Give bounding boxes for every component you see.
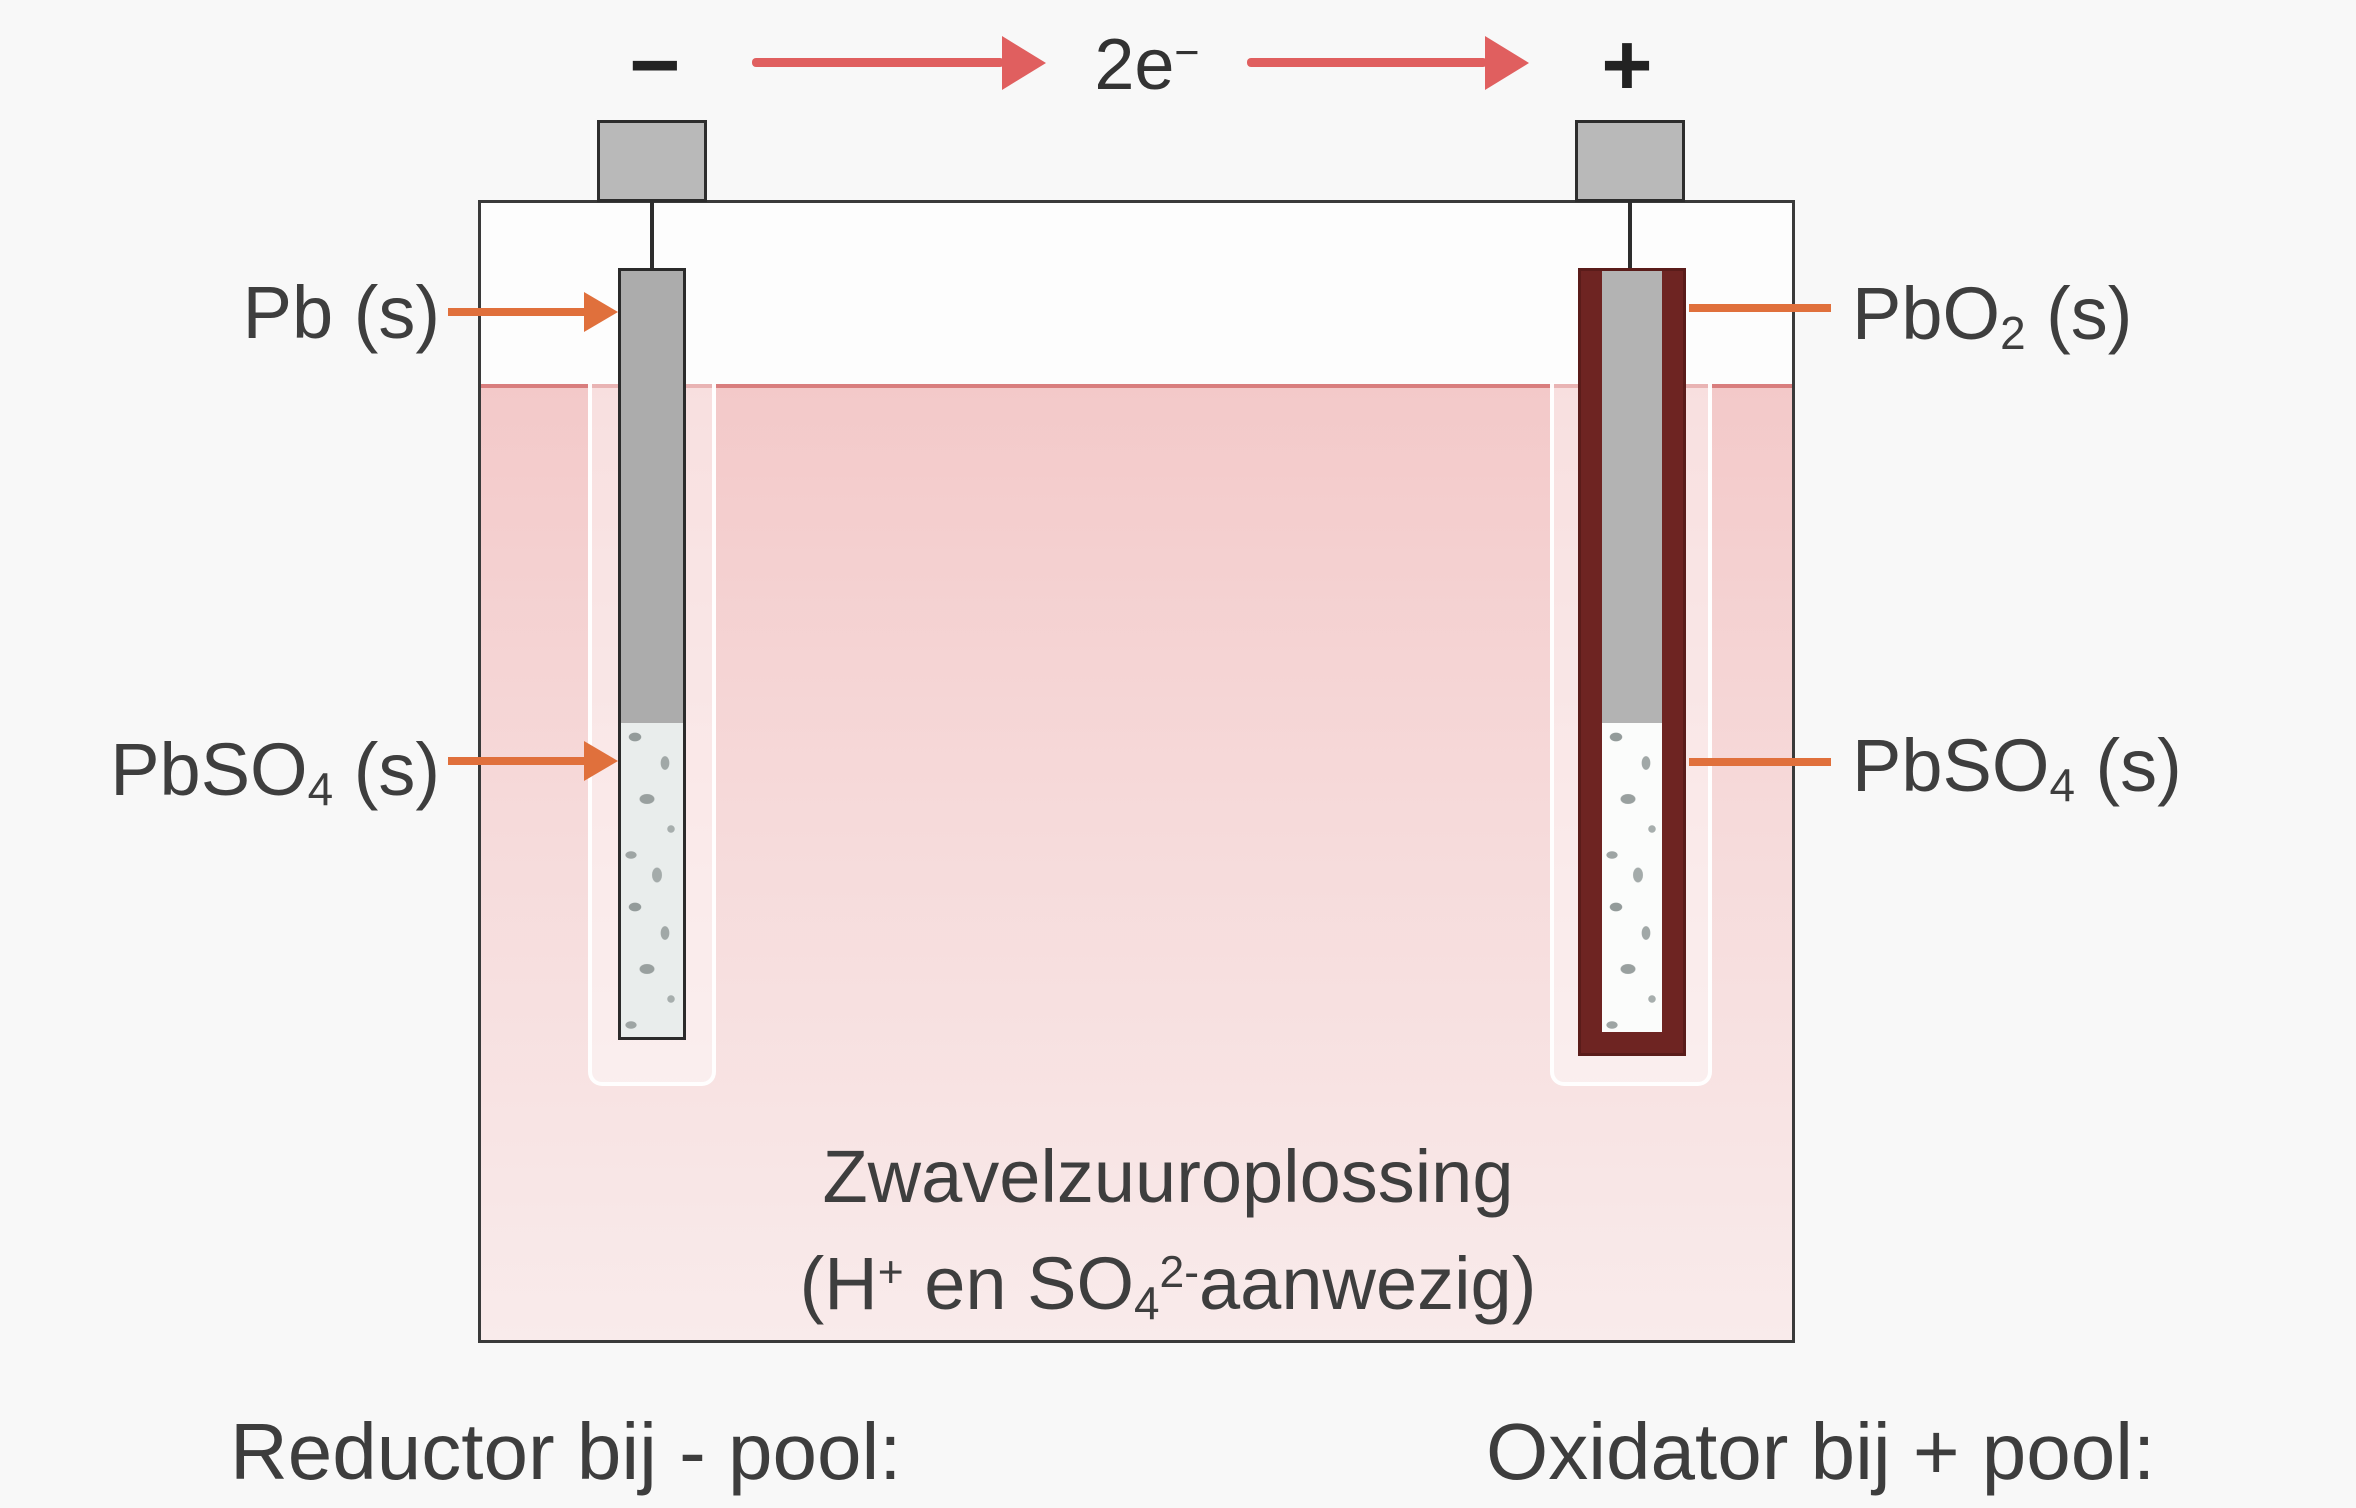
caption-superscript: + [877,1247,904,1297]
formula-state: (s) [2074,724,2182,807]
positive-terminal-wire [1628,202,1632,270]
pbso4-right-pointer-line-icon [1689,758,1831,766]
oxidator-prompt-label: Oxidator bij + pool: [1486,1407,2156,1496]
electron-flow-arrowhead-right-icon [1485,36,1529,90]
positive-terminal-block [1575,120,1685,202]
electron-charge-superscript: − [1174,29,1200,78]
lead-sulfate-left-label: PbSO4 (s) [40,722,440,818]
lead-sulfate-right-label: PbSO4 (s) [1852,718,2182,814]
solution-caption-line2: (H+ en SO42-aanwezig) [513,1230,1823,1348]
electron-flow-arrow-left-icon [752,58,1004,67]
liquid-surface-line [481,384,1792,388]
lead-dioxide-inner-bar [1602,271,1662,1032]
caption-subscript: 4 [1134,1277,1160,1330]
lead-sulfate-deposit-right [1602,723,1662,1032]
electrolyte-liquid [481,387,1792,1340]
electron-flow-arrow-right-icon [1247,58,1487,67]
pb-pointer-arrow-icon [448,308,586,316]
caption-superscript: 2- [1159,1247,1200,1297]
solution-caption-line1: Zwavelzuuroplossing [822,1135,1514,1218]
formula-subscript: 4 [307,763,334,816]
electron-count-label: 2e− [1052,10,1242,130]
formula-subscript: 2 [2000,307,2026,360]
reductor-prompt-label: Reductor bij - pool: [230,1407,902,1496]
solution-caption: Zwavelzuuroplossing (H+ en SO42-aanwezig… [513,1123,1823,1348]
lead-electrode-label: Pb (s) [242,271,440,354]
pbo2-pointer-line-icon [1689,304,1831,312]
negative-pole-symbol: − [629,15,681,114]
pbso4-left-pointer-arrowhead-icon [584,741,618,781]
pb-pointer-arrowhead-icon [584,292,618,332]
negative-terminal-block [597,120,707,202]
formula-state: (s) [2025,272,2133,355]
lead-dioxide-tube [1578,268,1686,1056]
lead-electrode [618,268,686,1040]
lead-sulfate-deposit-left [621,723,683,1037]
formula-subscript: 4 [2049,759,2075,812]
caption-text: aanwezig) [1199,1242,1537,1325]
caption-text: (H [799,1242,878,1325]
negative-terminal-wire [650,202,654,270]
caption-text: en SO [903,1242,1135,1325]
electron-flow-arrowhead-left-icon [1002,36,1046,90]
formula-base: PbSO [1852,724,2050,807]
lead-dioxide-label: PbO2 (s) [1852,266,2132,362]
formula-base: PbO [1852,272,2001,355]
formula-base: PbSO [110,728,308,811]
positive-pole-symbol: + [1601,15,1653,114]
electron-count-base: 2e [1094,25,1175,105]
formula-state: (s) [333,728,440,811]
pbso4-left-pointer-arrow-icon [448,757,586,765]
